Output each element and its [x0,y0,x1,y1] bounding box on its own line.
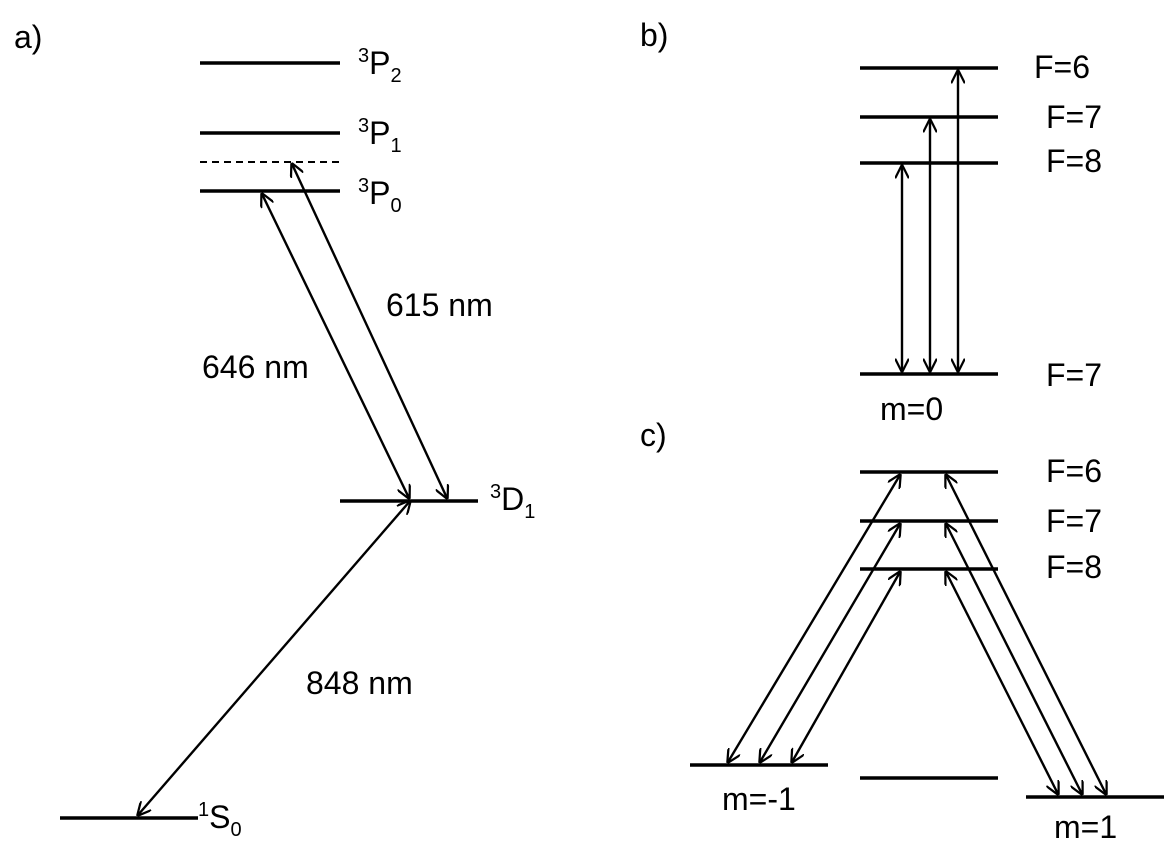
level-3d1-label: 3D1 [490,481,535,523]
level-3p0-label: 3P0 [358,175,402,217]
transition-646nm-label: 646 nm [202,349,309,385]
level-3p1-label: 3P1 [358,115,402,157]
m-plus1-label: m=1 [1054,809,1117,845]
panel-c: c) F=6 F=7 F=8 m=-1 m=1 [640,417,1164,845]
panel-b-label: b) [640,17,668,53]
level-c-f6-label: F=6 [1046,453,1102,489]
level-1s0-label: 1S0 [198,799,242,841]
arrow-646nm [262,194,409,498]
arrow-848nm [138,501,410,815]
level-c-f8-label: F=8 [1046,549,1102,585]
arrow-c-f8-m-minus1 [792,572,900,762]
transition-848nm-label: 848 nm [306,665,413,701]
level-f7-ground-label: F=7 [1046,357,1102,393]
level-f8-label: F=8 [1046,143,1102,179]
panel-c-label: c) [640,417,667,453]
level-3p2-label: 3P2 [358,45,402,87]
level-f7-label: F=7 [1046,99,1102,135]
panel-a-label: a) [14,19,42,55]
panel-b: b) F=6 F=7 F=8 F=7 m=0 [640,17,1102,427]
arrow-c-f7-m-minus1 [760,524,900,762]
transition-615nm-label: 615 nm [386,287,493,323]
level-c-f7-label: F=7 [1046,503,1102,539]
panel-a: a) 3P2 3P1 3P0 3D1 1S0 615 nm 646 nm 848… [14,19,535,841]
arrow-c-f8-m-plus1 [946,572,1058,794]
arrow-615nm [292,164,447,498]
m-minus1-label: m=-1 [722,781,796,817]
m0-label: m=0 [880,391,943,427]
level-f6-label: F=6 [1034,49,1090,85]
